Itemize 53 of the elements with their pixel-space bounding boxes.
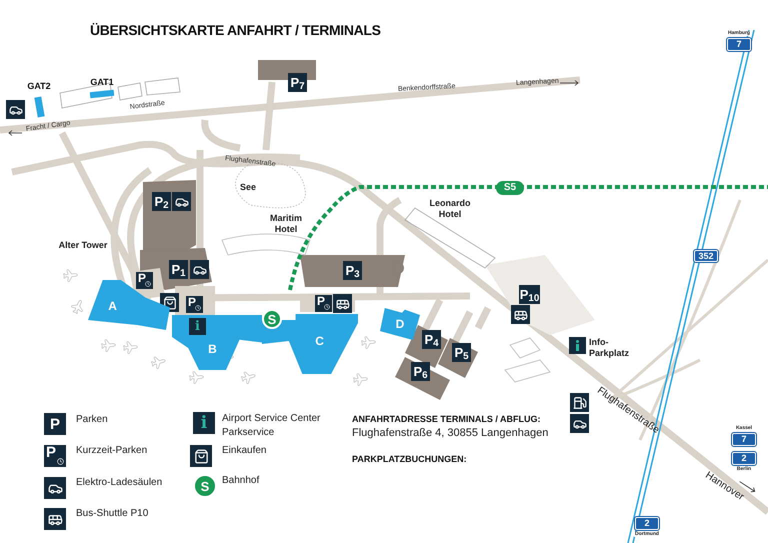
- parking-letter: P: [46, 445, 56, 460]
- area-name: GAT2: [27, 82, 51, 91]
- terminal-building: [88, 280, 170, 330]
- motorway-sign: 7: [732, 433, 756, 446]
- address-heading: ANFAHRTADRESSE TERMINALS / ABFLUG:: [352, 413, 540, 426]
- terminal-building: [172, 315, 262, 370]
- terminal-letter: D: [396, 318, 404, 330]
- map-title: ÜBERSICHTSKARTE ANFAHRT / TERMINALS: [90, 21, 381, 40]
- short-term-parking-sign: [136, 272, 153, 289]
- legend-text: Airport Service Center Parkservice: [222, 412, 322, 440]
- terminal-building: [380, 308, 420, 340]
- legend-text: Bahnhof: [222, 474, 260, 488]
- parking-sign: P$_{1}$: [169, 260, 188, 279]
- motorway-sign: 7: [727, 38, 751, 51]
- parking-sign: P$_{2}$: [152, 192, 171, 211]
- station-letter: S: [268, 312, 276, 326]
- parking-sign: P$_{10}$: [519, 285, 540, 304]
- address-text: Flughafenstraße 4, 30855 Langenhagen: [352, 426, 548, 441]
- info-sign: i: [189, 318, 206, 335]
- motorway-sign: 2: [635, 517, 659, 530]
- legend-text: Parken: [76, 413, 109, 427]
- legend-text: Bus-Shuttle P10: [76, 507, 150, 521]
- area-name: GAT1: [90, 78, 114, 87]
- terminal-building: [262, 314, 358, 374]
- motorway-sign: 352: [694, 250, 718, 262]
- place-name: See: [232, 182, 264, 200]
- parking-letter: P: [188, 296, 196, 308]
- info-sign: i: [193, 412, 215, 434]
- parking-letter: P: [317, 295, 326, 307]
- parking-sign: P: [44, 413, 66, 435]
- legend-text: Elektro-Ladesäulen: [76, 476, 164, 490]
- legend-text: Kurzzeit-Parken: [76, 444, 148, 458]
- terminal-letter: A: [108, 300, 117, 312]
- station-letter: S: [200, 480, 210, 492]
- short-term-parking-sign: [315, 295, 332, 312]
- parking-sign: P$_{3}$: [343, 261, 362, 280]
- short-term-parking-sign: [44, 445, 66, 467]
- place-name: Leonardo Hotel: [424, 198, 476, 226]
- terminal-letter: C: [315, 335, 324, 347]
- short-term-parking-sign: [186, 296, 203, 313]
- place-name: Alter Tower: [48, 240, 118, 256]
- train-line-badge: S5: [496, 181, 524, 195]
- parking-sign: P$_{4}$: [422, 330, 441, 349]
- terminal-letter: B: [208, 343, 217, 356]
- parking-sign: P$_{7}$: [288, 73, 307, 92]
- parking-sign: P$_{5}$: [452, 343, 471, 362]
- motorway-sign: 2: [732, 452, 756, 465]
- legend-text: Einkaufen: [222, 444, 268, 458]
- address-heading: PARKPLATZBUCHUNGEN:: [352, 453, 467, 466]
- parking-letter: P: [138, 272, 146, 284]
- place-name: Maritim Hotel: [262, 213, 310, 241]
- parking-sign: P$_{6}$: [411, 362, 430, 381]
- place-name: Info-Parkplatz: [589, 337, 629, 360]
